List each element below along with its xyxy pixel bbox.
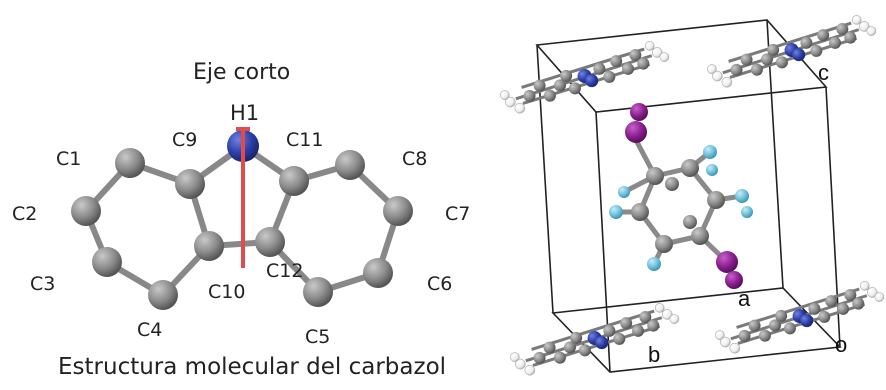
carbon-atoms xyxy=(71,148,413,310)
atom-label-c11: C11 xyxy=(286,129,324,151)
atom-label-c10: C10 xyxy=(208,281,246,303)
carbazole-stack-top-left xyxy=(494,36,676,119)
atom-label-c12: C12 xyxy=(266,260,304,282)
atom-label-c1: C1 xyxy=(56,148,82,170)
atom-label-c9: C9 xyxy=(172,129,198,151)
carbazole-stack-bottom-right xyxy=(709,276,886,359)
figure-caption: Estructura molecular del carbazol xyxy=(58,354,447,380)
atom-label-h1: H1 xyxy=(230,101,260,125)
axis-label-b: b xyxy=(648,342,661,367)
atom-label-c7: C7 xyxy=(445,203,471,225)
atom-label-c5: C5 xyxy=(305,326,331,348)
axis-label-a: a xyxy=(738,286,751,311)
axis-label-c: c xyxy=(818,60,829,85)
unit-cell xyxy=(494,10,886,381)
central-molecule xyxy=(609,103,753,289)
atom-label-c4: C4 xyxy=(137,319,163,341)
atom-label-c6: C6 xyxy=(427,273,453,295)
fluorine-atoms xyxy=(609,145,753,271)
iodine-atoms xyxy=(625,103,743,289)
atom-label-c3: C3 xyxy=(30,273,56,295)
carbazole-molecule xyxy=(71,127,413,310)
atom-label-c8: C8 xyxy=(402,148,428,170)
axis-label-o: o xyxy=(835,332,848,357)
atom-label-c2: C2 xyxy=(12,203,38,225)
short-axis-title: Eje corto xyxy=(193,60,291,85)
